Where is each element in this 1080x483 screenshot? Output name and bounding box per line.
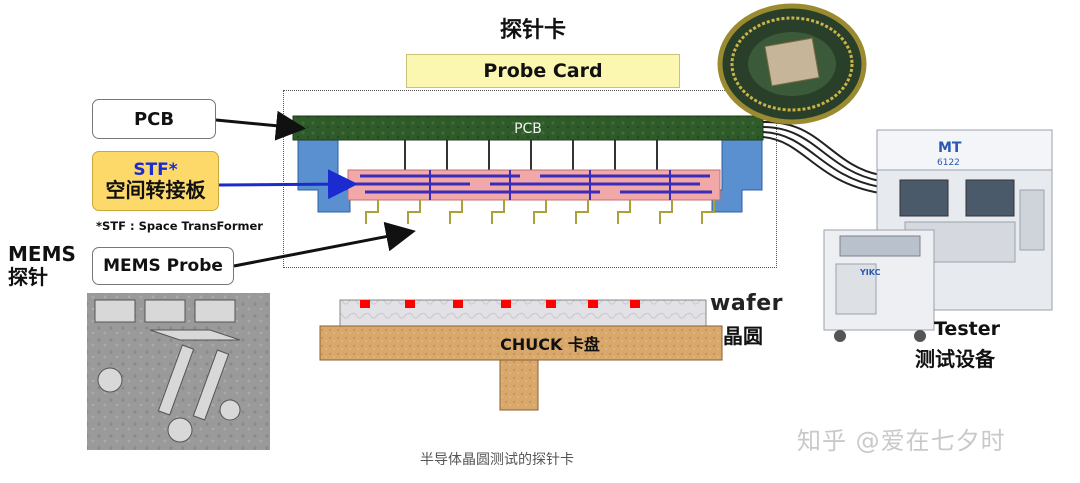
wafer-label-en: wafer xyxy=(710,291,784,316)
tester-brand-model: 6122 xyxy=(937,158,960,168)
mems-probe-photo xyxy=(87,293,270,450)
probe-card-label: Probe Card xyxy=(406,54,680,88)
pcb-arrow xyxy=(215,110,306,141)
stf-label-cn: 空间转接板 xyxy=(105,178,206,203)
wafer xyxy=(339,299,707,327)
diagram-title: 探针卡 xyxy=(500,18,567,43)
tester-machine xyxy=(823,129,1053,342)
stf-label-en: STF* xyxy=(133,159,178,180)
mems-probe-label: MEMS Probe xyxy=(92,247,234,285)
stf-label: STF* 空间转接板 xyxy=(92,151,219,211)
probe-card-frame xyxy=(283,90,777,268)
pcb-inner-label: PCB xyxy=(514,121,542,137)
wafer-label-cn: 晶圆 xyxy=(723,324,763,348)
stf-block xyxy=(347,169,721,201)
mems-cn-line2: 探针 xyxy=(8,265,48,289)
mems-arrow xyxy=(233,221,416,268)
chuck xyxy=(319,325,723,411)
mems-probe-array xyxy=(365,200,715,224)
tester-cables xyxy=(762,120,881,194)
probe-card-photo xyxy=(717,3,867,125)
chuck-label: CHUCK 卡盘 xyxy=(500,335,600,354)
interconnect-lines xyxy=(404,140,658,170)
tester-brand: MT xyxy=(938,140,962,156)
pcb-label: PCB xyxy=(92,99,216,139)
tester-brand-small: YIKC xyxy=(859,268,881,277)
tester-label-en: Tester xyxy=(934,318,1000,340)
mems-cn-label: MEMS 探针 xyxy=(8,243,98,289)
stf-arrow xyxy=(218,169,358,200)
tester-label-cn: 测试设备 xyxy=(915,347,995,371)
watermark: 知乎 @爱在七夕时 xyxy=(797,427,1006,455)
stf-footnote: *STF : Space TransFormer xyxy=(96,219,263,233)
mems-cn-line1: MEMS xyxy=(8,242,76,266)
figure-caption: 半导体晶圆测试的探针卡 xyxy=(420,452,574,468)
